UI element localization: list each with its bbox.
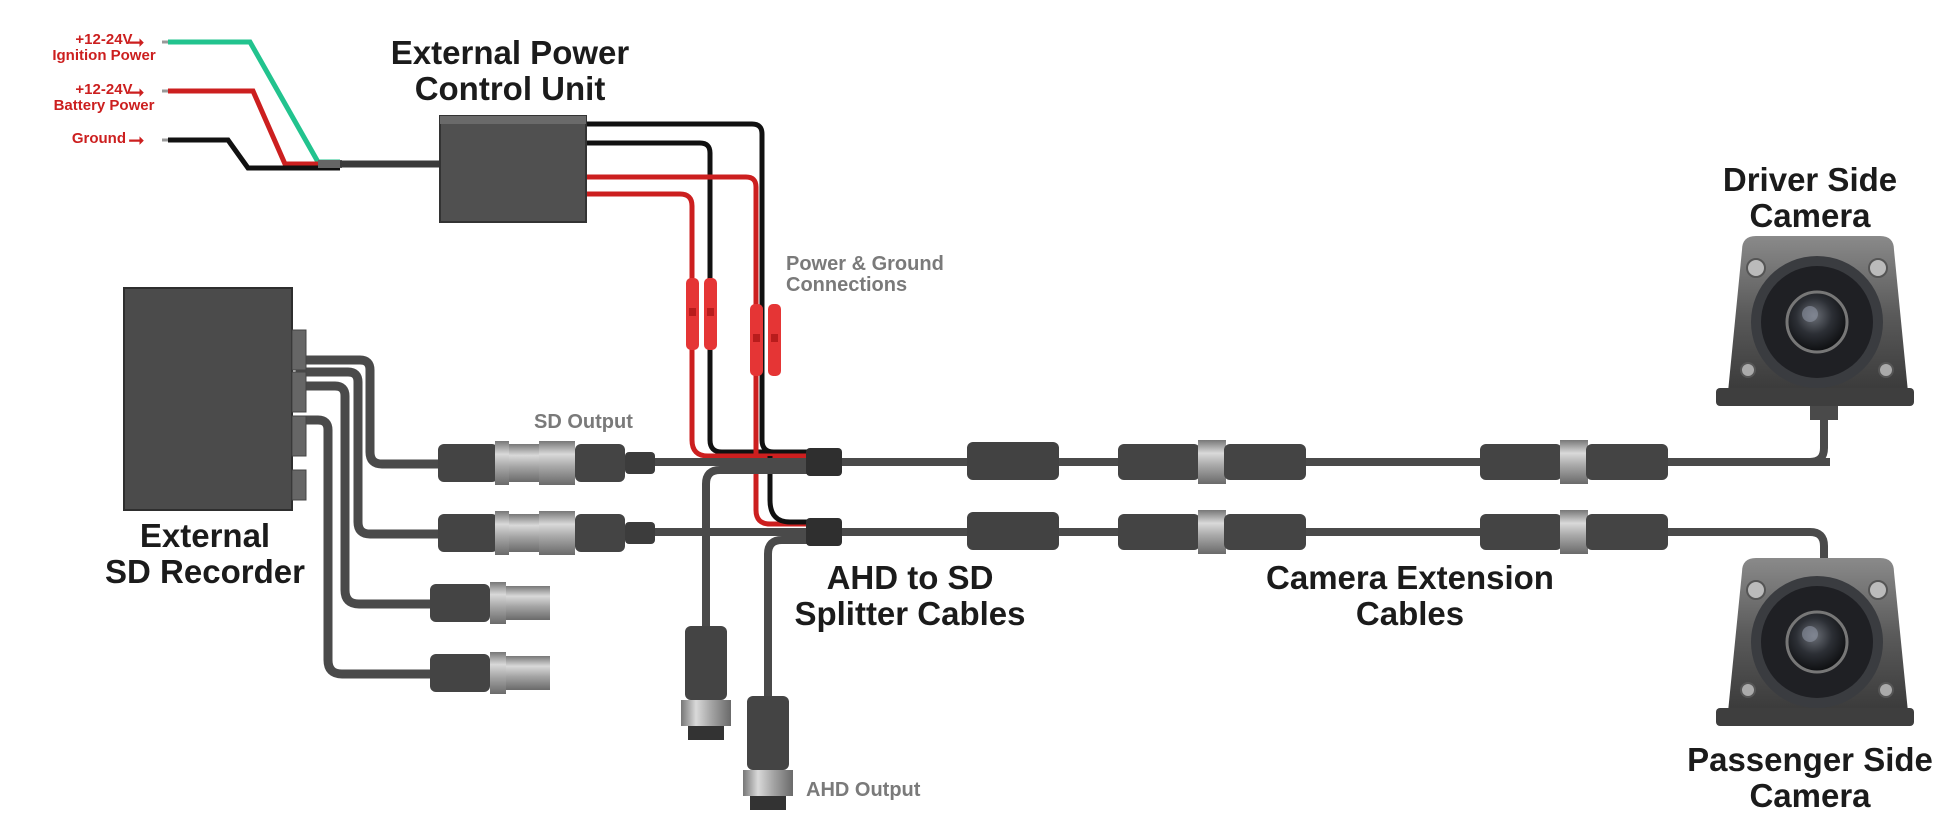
splitter-sleeves bbox=[967, 442, 1059, 550]
ahd-connector-1 bbox=[681, 626, 731, 740]
ahd-branch-cables bbox=[702, 466, 820, 700]
power-unit-title-line1: External Power bbox=[390, 34, 630, 71]
sd-recorder bbox=[123, 287, 307, 511]
battery-power-label: Battery Power bbox=[53, 97, 155, 114]
driver-camera-title: Driver Side Camera bbox=[1690, 162, 1930, 234]
ignition-arrow-icon: ➞ bbox=[128, 32, 145, 54]
ahd-output-label: AHD Output bbox=[806, 779, 921, 801]
splitter-title-line1: AHD to SD bbox=[826, 559, 994, 596]
battery-voltage: +12-24V bbox=[75, 81, 133, 98]
extension-coupler-2a bbox=[1480, 440, 1668, 484]
ignition-wire bbox=[162, 39, 340, 165]
passenger-camera-title: Passenger Side Camera bbox=[1670, 742, 1941, 814]
extension-title-line1: Camera Extension bbox=[1266, 559, 1554, 596]
extension-coupler-1b bbox=[1118, 510, 1306, 554]
driver-camera-title-line2: Camera bbox=[1749, 197, 1871, 234]
power-ground-line2: Connections bbox=[786, 274, 908, 296]
sd-recorder-title-line1: External bbox=[139, 517, 271, 554]
extension-coupler-2b bbox=[1480, 510, 1668, 554]
power-unit-title-line2: Control Unit bbox=[414, 70, 606, 107]
ignition-voltage: +12-24V bbox=[75, 31, 133, 48]
ground-arrow-icon: ➞ bbox=[128, 130, 145, 152]
power-ground-line1: Power & Ground bbox=[786, 253, 944, 275]
sd-recorder-title: External SD Recorder bbox=[90, 518, 320, 590]
power-ground-annotation: Power & Ground Connections bbox=[786, 254, 944, 296]
splitter-title: AHD to SD Splitter Cables bbox=[770, 560, 1050, 632]
passenger-camera-icon bbox=[1716, 558, 1914, 726]
extension-title: Camera Extension Cables bbox=[1250, 560, 1570, 632]
ahd-connector-2 bbox=[743, 696, 793, 810]
driver-camera-icon bbox=[1716, 236, 1914, 420]
butt-connectors bbox=[686, 278, 781, 376]
power-unit-title: External Power Control Unit bbox=[380, 35, 640, 107]
driver-camera-title-line1: Driver Side bbox=[1722, 161, 1898, 198]
battery-arrow-icon: ➞ bbox=[128, 82, 145, 104]
power-control-unit bbox=[439, 115, 587, 223]
extension-coupler-1a bbox=[1118, 440, 1306, 484]
extension-title-line2: Cables bbox=[1355, 595, 1465, 632]
bnc-connector-3 bbox=[430, 582, 550, 624]
battery-label: +12-24V Battery Power bbox=[44, 82, 164, 114]
splitter-title-line2: Splitter Cables bbox=[794, 595, 1026, 632]
passenger-camera-title-line2: Camera bbox=[1749, 777, 1871, 814]
ground-label: Ground bbox=[71, 130, 126, 147]
ignition-power-label: Ignition Power bbox=[52, 47, 156, 64]
bnc-connector-4 bbox=[430, 652, 550, 694]
battery-wire bbox=[162, 88, 340, 167]
ignition-label: +12-24V Ignition Power bbox=[44, 32, 164, 64]
sd-output-label: SD Output bbox=[534, 411, 633, 433]
sd-output-connector-row1 bbox=[438, 441, 655, 485]
ground-wire bbox=[162, 137, 340, 171]
recorder-cables bbox=[295, 355, 445, 679]
passenger-camera-title-line1: Passenger Side bbox=[1687, 741, 1933, 778]
sd-output-connector-row2 bbox=[438, 511, 655, 555]
splitter-junctions bbox=[806, 448, 842, 546]
sd-recorder-title-line2: SD Recorder bbox=[105, 553, 305, 590]
